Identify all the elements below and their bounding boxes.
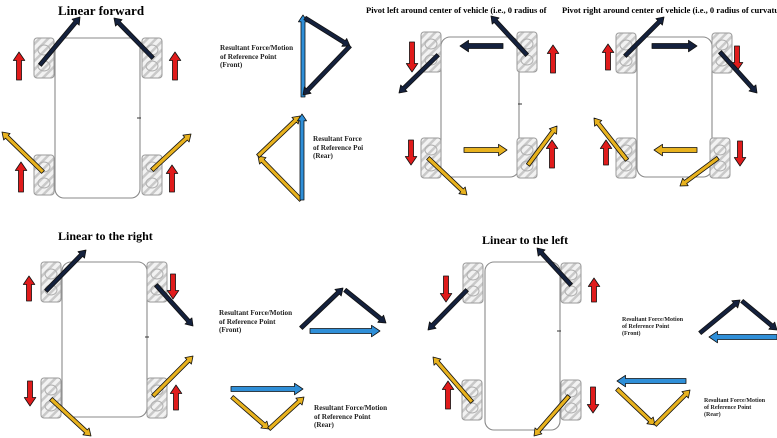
wheel-lr-rl	[40, 377, 62, 419]
navy-arrow-pr-top	[651, 39, 698, 53]
caption-forward-front: Resultant Force/Motion of Reference Poin…	[220, 44, 294, 69]
red-arrow-ll-fr	[587, 277, 601, 303]
caption-left-front: Resultant Force/Motion of Reference Poin…	[622, 317, 684, 338]
gold-arrow-pl-bottom	[463, 143, 508, 157]
red-arrow-fr	[168, 51, 182, 81]
vehicle-body-forward	[54, 37, 141, 199]
red-arrow-lr-rr	[169, 384, 183, 411]
title-linear-right: Linear to the right	[58, 229, 153, 243]
gold-arrow-ll-rl	[432, 356, 474, 404]
red-arrow-lr-fr	[166, 273, 180, 300]
navy-vector-ll-front-a	[698, 299, 741, 335]
title-pivot-left: Pivot left around center of vehicle (i.e…	[366, 5, 547, 15]
wheel-rear-left	[33, 154, 55, 196]
red-arrow-fl	[12, 51, 26, 81]
red-arrow-pl-rr	[545, 139, 559, 169]
blue-resultant-ll-rear	[616, 374, 687, 388]
blue-resultant-ll-front	[708, 330, 777, 344]
vehicle-body-linear-right	[61, 261, 148, 418]
navy-arrow-pl-top	[459, 39, 504, 53]
navy-arrow-lr-fr	[154, 283, 194, 327]
red-arrow-ll-rl	[441, 380, 455, 410]
navy-arrow-pl-fr	[490, 15, 529, 57]
gold-vector-lr-rear-a	[230, 395, 270, 430]
gold-arrow-lr-rr	[151, 355, 194, 398]
gold-arrow-pr-rr	[679, 155, 720, 187]
navy-arrow-pr-fr	[718, 50, 758, 94]
gold-vector-lr-rear-b	[267, 396, 305, 431]
blue-resultant-lr-front	[309, 324, 381, 338]
caption-left-rear: Resultant Force/Motion of Reference Poin…	[704, 398, 766, 419]
red-arrow-lr-rl	[23, 380, 37, 407]
gold-arrow-pr-rl	[593, 117, 629, 162]
vehicle-body-pivot-left	[440, 36, 520, 178]
caption-right-rear: Resultant Force/Motion of Reference Poin…	[314, 404, 388, 429]
navy-arrow-lr-fl	[44, 249, 87, 293]
navy-vector-ll-front-b	[740, 299, 777, 331]
gold-vector-ll-rear-b	[653, 389, 691, 427]
vehicle-body-linear-left	[484, 261, 561, 431]
navy-arrow-ll-fr	[536, 247, 573, 287]
title-linear-forward: Linear forward	[58, 3, 145, 18]
navy-arrow-ll-fl	[427, 288, 469, 331]
red-arrow-ll-rr	[586, 386, 600, 414]
gold-arrow-pl-rl	[426, 156, 468, 196]
gold-vector-rear-a	[257, 155, 303, 202]
red-arrow-pr-rl	[599, 139, 613, 166]
gold-arrow-rr	[150, 133, 192, 172]
navy-arrow-pl-fl	[398, 53, 440, 94]
blue-resultant-front	[297, 14, 309, 98]
red-arrow-pl-rl	[404, 139, 418, 166]
navy-vector-lr-front-b	[343, 287, 387, 324]
title-linear-left: Linear to the left	[482, 233, 569, 247]
blue-resultant-lr-rear	[230, 382, 304, 396]
gold-arrow-pr-bottom	[653, 143, 698, 157]
red-arrow-pl-fr	[546, 44, 560, 74]
red-arrow-pr-fl	[601, 43, 615, 71]
navy-arrow-fr	[113, 17, 155, 60]
red-arrow-ll-fl	[439, 275, 453, 303]
red-arrow-rr	[165, 164, 179, 193]
wheel-pr-rr	[709, 137, 731, 179]
caption-right-front: Resultant Force/Motion of Reference Poin…	[219, 309, 293, 334]
red-arrow-pl-fl	[405, 41, 419, 73]
navy-vector-front-a	[303, 15, 351, 47]
blue-resultant-rear	[296, 113, 308, 201]
red-arrow-rl	[14, 161, 28, 193]
gold-arrow-pl-rr	[526, 125, 558, 167]
red-arrow-pr-rr	[733, 140, 747, 167]
wheel-ll-fl	[462, 262, 484, 304]
vehicle-body-pivot-right	[636, 36, 713, 178]
title-pivot-right: Pivot right around center of vehicle (i.…	[562, 5, 777, 15]
gold-arrow-ll-rr	[533, 394, 571, 437]
navy-arrow-fl	[38, 16, 81, 67]
red-arrow-lr-fl	[22, 275, 36, 302]
gold-vector-ll-rear-a	[615, 387, 656, 426]
navy-arrow-pr-fl	[623, 16, 665, 58]
navy-vector-lr-front-a	[299, 287, 344, 330]
caption-forward-rear: Resultant Force of Reference Poi (Rear)	[313, 135, 364, 160]
gold-arrow-lr-rl	[49, 397, 92, 437]
gold-arrow-rl	[1, 131, 45, 174]
gold-vector-rear-b	[256, 115, 301, 158]
navy-vector-front-b	[302, 44, 352, 96]
